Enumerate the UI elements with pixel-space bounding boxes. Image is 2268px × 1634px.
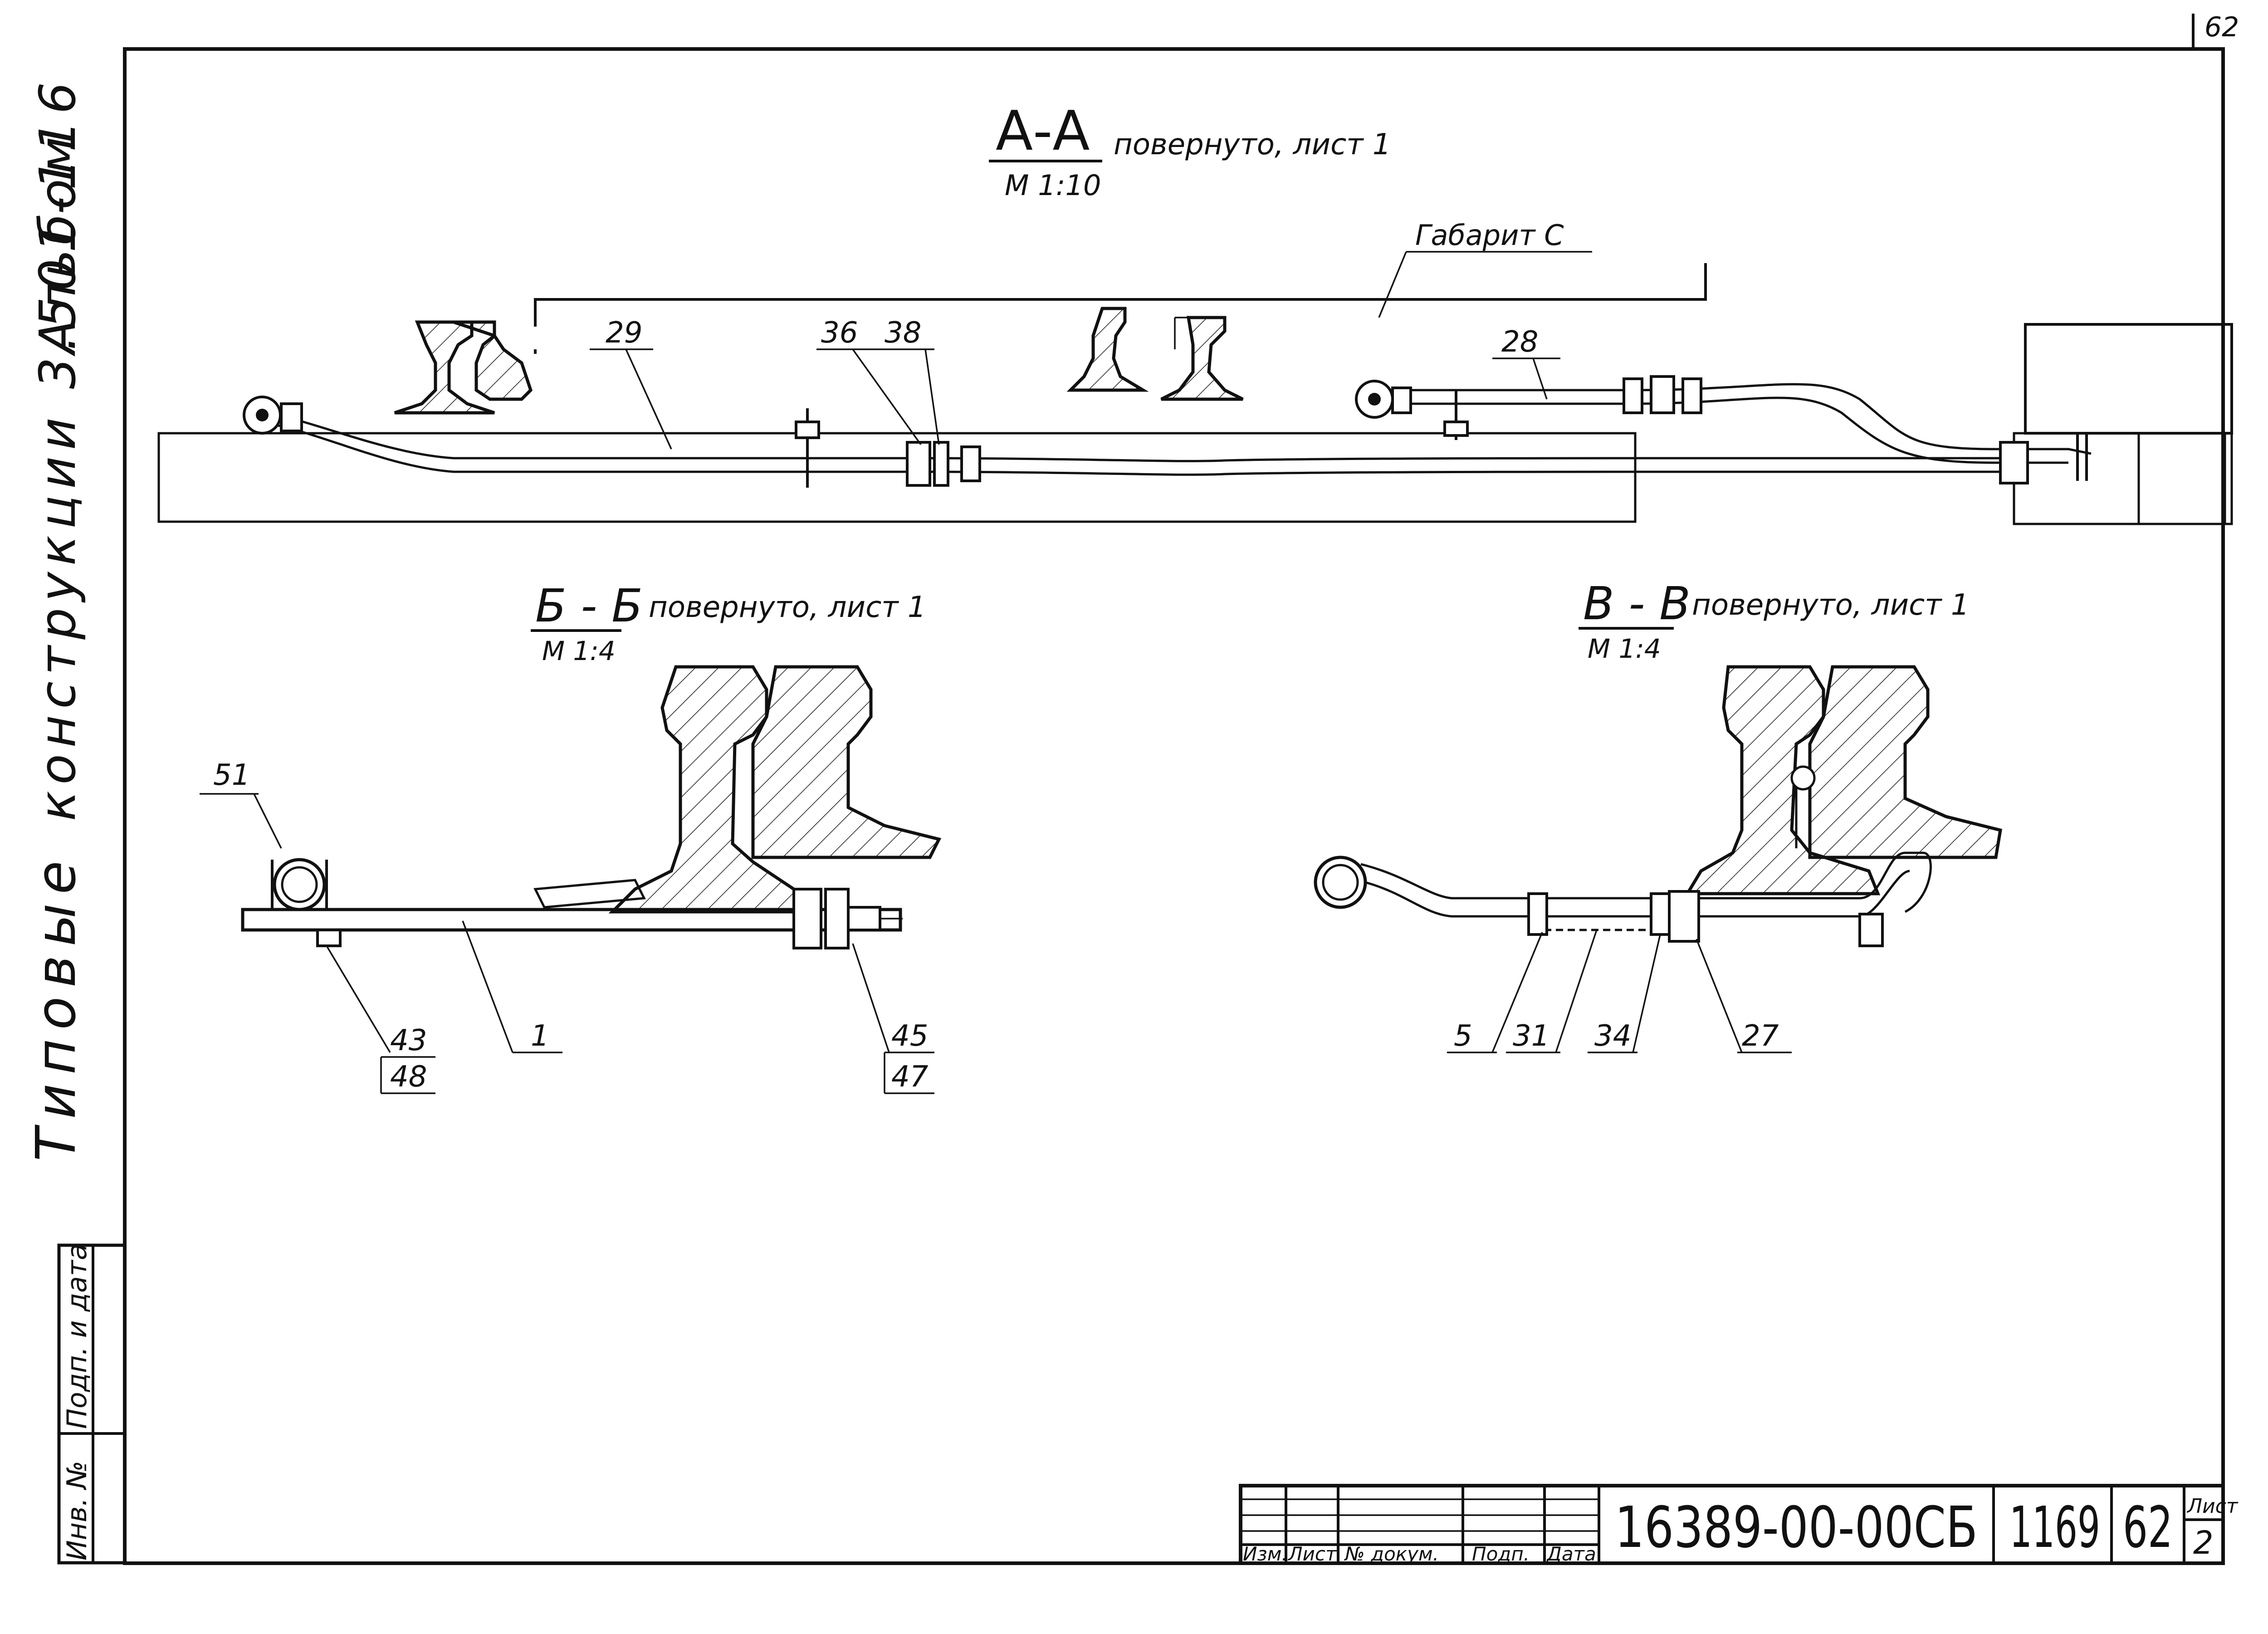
plate-bb [241, 908, 902, 932]
callout-31: 31 [1513, 1019, 1549, 1053]
cable-vv [1360, 851, 1932, 913]
callout-45: 45 [891, 1019, 928, 1053]
gauge-line [534, 263, 1707, 327]
side-table-inv-no: Инв. № [61, 1461, 93, 1561]
tb-col-list: Лист [1287, 1543, 1337, 1565]
rail-aa-2 [453, 320, 533, 401]
callout-29: 29 [606, 316, 642, 350]
album-title-line1: Типовые [25, 852, 88, 1161]
callout-51: 51 [213, 758, 250, 792]
cable-29 [258, 409, 1638, 462]
callout-38: 38 [885, 316, 921, 350]
section-vv-note: повернуто, лист 1 [1692, 588, 1970, 622]
gabarit-label: Габарит С [1415, 219, 1564, 252]
tb-col-date: Дата [1546, 1543, 1596, 1565]
tb-col-izm: Изм. [1243, 1543, 1288, 1565]
sleeper-left [157, 432, 1637, 523]
section-bb-title: Б - Б [535, 579, 643, 632]
callout-5: 5 [1454, 1019, 1472, 1053]
tb-sheet-label: Лист [2186, 1495, 2239, 1518]
sheet-frame [123, 47, 2225, 1565]
callout-43: 43 [390, 1024, 427, 1057]
side-table: Инв. № Подп. и дата [57, 1243, 127, 1565]
callout-1: 1 [531, 1019, 549, 1053]
relay-box [2024, 323, 2233, 435]
clamp-bb [533, 879, 646, 909]
album-title-line3: Альбом [29, 132, 87, 357]
tb-col-sign: Подп. [1472, 1543, 1530, 1565]
tb-sheet-value: 2 [2193, 1524, 2214, 1561]
callout-34: 34 [1594, 1019, 1631, 1053]
section-vv: В - В М 1:4 повернуто, лист 1 5 31 34 27 [1314, 577, 2002, 1053]
tb-designation: 16389-00-00СБ [1615, 1495, 1978, 1561]
rail-aa-3 [1066, 307, 1149, 392]
callout-27: 27 [1742, 1019, 1779, 1053]
rail-bb-2 [751, 665, 942, 859]
album-stamp: Типовые конструкции 3.501-116 Альбом [25, 76, 88, 1161]
page-corner-number: 62 [2204, 11, 2239, 43]
callout-48: 48 [390, 1060, 427, 1094]
section-aa: А-А М 1:10 повернуто, лист 1 Габарит С [157, 100, 2233, 525]
section-bb-note: повернуто, лист 1 [649, 591, 926, 624]
tb-code: 1169 [2009, 1495, 2100, 1561]
tb-number: 62 [2123, 1495, 2173, 1561]
side-table-sign-date: Подп. и дата [61, 1243, 93, 1429]
title-block: Изм. Лист № докум. Подп. Дата 16389-00-0… [1239, 1484, 2239, 1565]
callout-28: 28 [1501, 325, 1538, 359]
rail-aa-1 [394, 320, 495, 415]
album-title-line2: конструкции 3.501-116 [29, 76, 87, 821]
callout-36: 36 [821, 316, 858, 350]
section-bb: Б - Б М 1:4 повернуто, лист 1 51 43 48 1… [200, 579, 942, 1094]
rail-aa-4 [1160, 316, 1244, 401]
section-bb-scale: М 1:4 [542, 636, 616, 666]
section-aa-title: А-А [996, 100, 1090, 163]
rail-vv-2 [1808, 665, 2002, 859]
section-aa-scale: М 1:10 [1005, 169, 1101, 202]
tb-col-doc: № докум. [1344, 1543, 1439, 1565]
sleeper-right [2013, 432, 2233, 525]
section-aa-note: повернуто, лист 1 [1114, 128, 1391, 161]
section-vv-title: В - В [1583, 577, 1691, 630]
section-vv-scale: М 1:4 [1588, 633, 1661, 664]
cable-28 [1383, 383, 2092, 455]
callout-47: 47 [891, 1060, 929, 1094]
